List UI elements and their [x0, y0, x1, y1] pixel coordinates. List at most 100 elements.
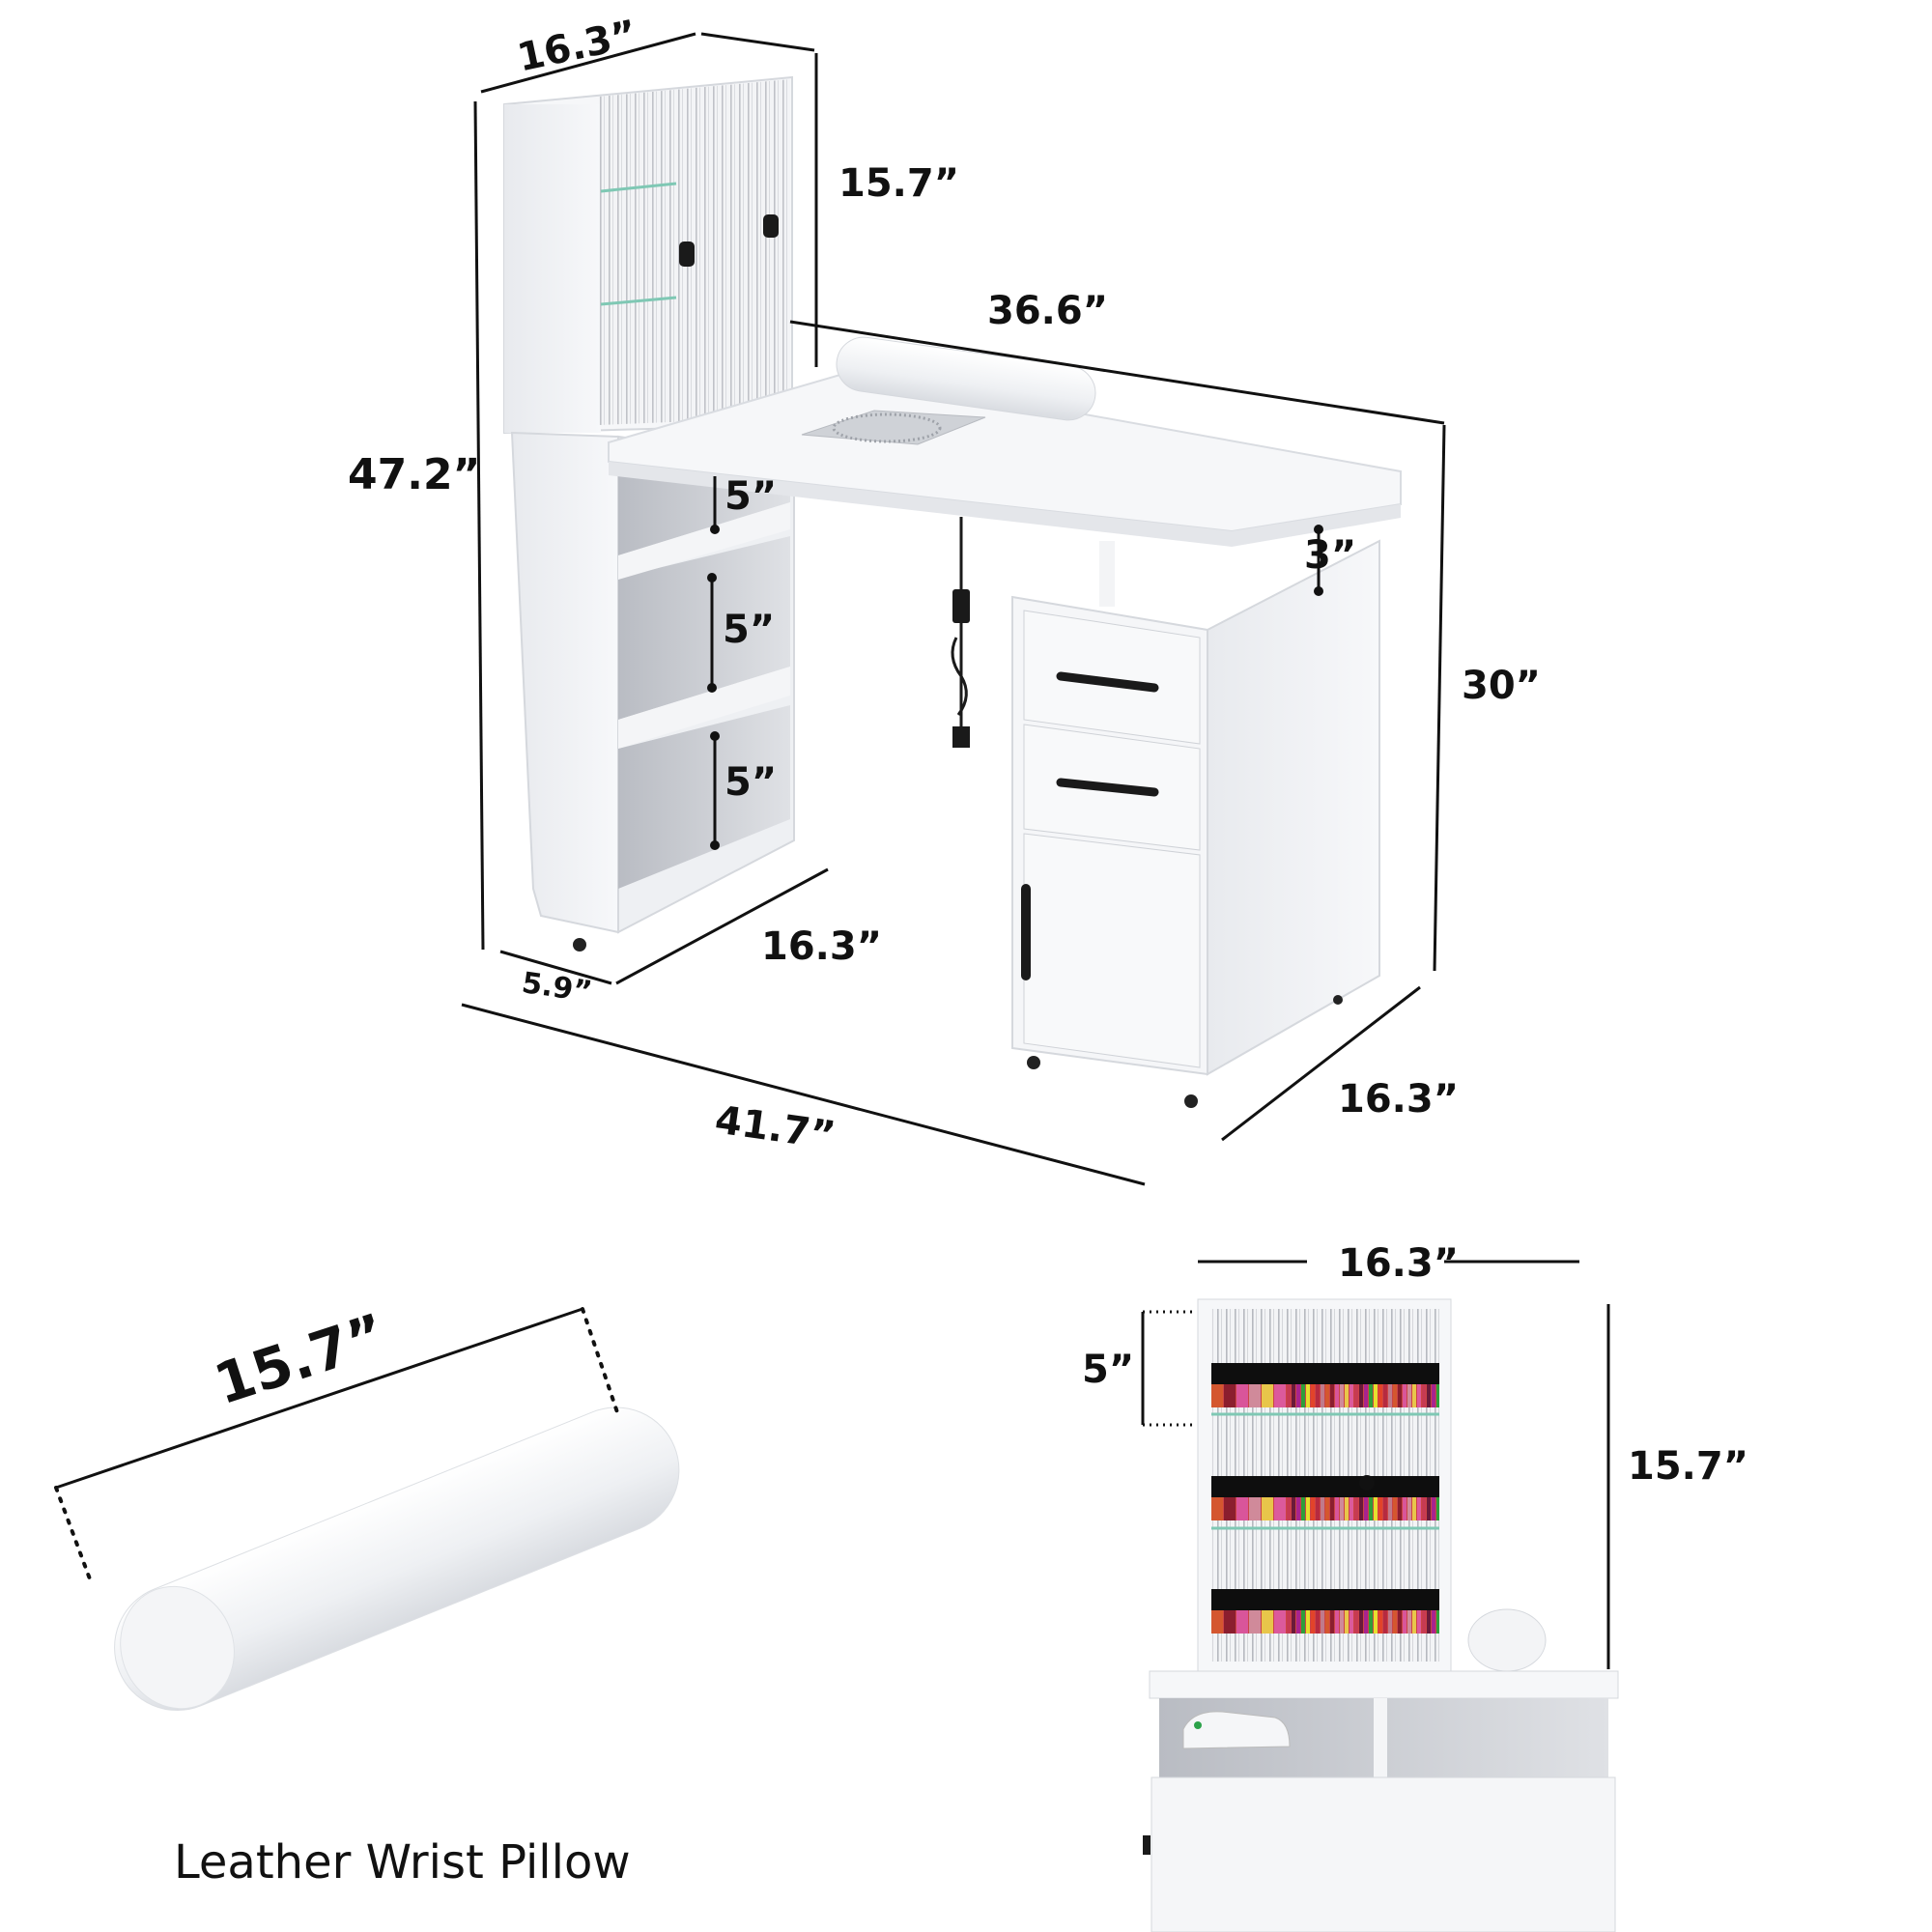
polish-bottle	[1274, 1384, 1286, 1407]
shelf-gap-1-label: 5”	[724, 474, 778, 519]
polish-bottle	[1398, 1497, 1402, 1520]
polish-bottle	[1274, 1610, 1286, 1634]
polish-bottle	[1345, 1497, 1349, 1520]
polish-bottle	[1262, 1610, 1273, 1634]
polish-bottle	[1398, 1610, 1402, 1634]
wrist-pillow-illustration	[114, 1406, 680, 1712]
polish-bottle	[1224, 1497, 1236, 1520]
polish-bottle	[1417, 1497, 1421, 1520]
polish-bottle	[1388, 1497, 1392, 1520]
polish-bottle	[1383, 1610, 1387, 1634]
polish-bottle	[1316, 1610, 1320, 1634]
polish-bottle	[1354, 1497, 1358, 1520]
polish-bottle	[1359, 1610, 1363, 1634]
polish-bottle	[1354, 1610, 1358, 1634]
polish-bottle	[1306, 1610, 1310, 1634]
polish-bottle	[1378, 1497, 1382, 1520]
front-height-label: 15.7”	[1628, 1444, 1748, 1489]
polish-bottle	[1407, 1497, 1411, 1520]
front-width-label: 16.3”	[1338, 1241, 1459, 1286]
polish-bottle	[1236, 1384, 1248, 1407]
polish-bottle	[1330, 1610, 1334, 1634]
polish-bottle	[1301, 1610, 1305, 1634]
total-height-label: 47.2”	[348, 450, 481, 499]
polish-bottle	[1369, 1384, 1373, 1407]
polish-bottle	[1340, 1497, 1344, 1520]
polish-bottle	[1311, 1384, 1315, 1407]
polish-bottle	[1224, 1384, 1236, 1407]
polish-bottle	[1236, 1497, 1248, 1520]
polish-bottle	[1340, 1384, 1344, 1407]
top-cabinet-height-label: 15.7”	[838, 161, 959, 206]
dimension-endpoints	[707, 525, 1323, 850]
polish-bottle	[1249, 1384, 1261, 1407]
polish-bottle	[1407, 1610, 1411, 1634]
polish-bottle	[1432, 1384, 1435, 1407]
polish-bottle	[1378, 1384, 1382, 1407]
front-shelf-spacing-label: 5”	[1082, 1348, 1135, 1392]
polish-bottle	[1393, 1384, 1397, 1407]
polish-bottle	[1359, 1497, 1363, 1520]
polish-bottle	[1350, 1384, 1353, 1407]
polish-bottle	[1301, 1497, 1305, 1520]
polish-bottle	[1412, 1384, 1416, 1407]
polish-bottle	[1383, 1497, 1387, 1520]
polish-bottle	[1287, 1497, 1291, 1520]
drawer-unit-depth-label: 16.3”	[1338, 1077, 1459, 1122]
polish-bottle	[1287, 1610, 1291, 1634]
polish-bottle	[1417, 1384, 1421, 1407]
tabletop-width-label: 36.6”	[987, 289, 1108, 333]
polish-bottle	[1374, 1384, 1378, 1407]
tall-side-cabinet	[503, 75, 795, 952]
polish-bottle	[1301, 1384, 1305, 1407]
polish-bottle	[1335, 1384, 1339, 1407]
polish-bottle	[1422, 1384, 1426, 1407]
polish-bottle	[1403, 1497, 1406, 1520]
polish-bottle	[1330, 1497, 1334, 1520]
front-dimension-lines	[1141, 1260, 1610, 1669]
polish-bottle	[1306, 1384, 1310, 1407]
polish-bottle	[1292, 1497, 1295, 1520]
polish-bottle	[1211, 1610, 1223, 1634]
polish-bottle	[1403, 1610, 1406, 1634]
polish-bottle	[1321, 1610, 1324, 1634]
polish-bottle	[1287, 1384, 1291, 1407]
polish-bottle	[1311, 1497, 1315, 1520]
polish-bottle	[1422, 1497, 1426, 1520]
polish-bottle	[1262, 1497, 1273, 1520]
polish-bottle	[1292, 1610, 1295, 1634]
polish-bottle	[1412, 1497, 1416, 1520]
side-cabinet-depth-label: 16.3”	[761, 924, 882, 969]
polish-bottle	[1211, 1384, 1223, 1407]
polish-bottle	[1292, 1384, 1295, 1407]
tabletop	[608, 336, 1402, 748]
polish-bottle	[1354, 1384, 1358, 1407]
polish-bottle	[1364, 1610, 1368, 1634]
polish-bottle	[1422, 1610, 1426, 1634]
drawer-unit-gap-label: 3”	[1304, 533, 1357, 578]
polish-bottle	[1364, 1497, 1368, 1520]
polish-bottle	[1432, 1610, 1435, 1634]
polish-bottle	[1262, 1384, 1273, 1407]
polish-bottle	[1436, 1610, 1439, 1634]
polish-bottle	[1316, 1497, 1320, 1520]
polish-bottle	[1335, 1497, 1339, 1520]
polish-bottle	[1427, 1610, 1431, 1634]
polish-bottle	[1398, 1384, 1402, 1407]
polish-bottle	[1321, 1384, 1324, 1407]
polish-bottle	[1236, 1610, 1248, 1634]
polish-bottle	[1374, 1497, 1378, 1520]
polish-bottle	[1211, 1497, 1223, 1520]
shelf-gap-2-label: 5”	[723, 608, 776, 652]
polish-bottle	[1345, 1384, 1349, 1407]
polish-bottle	[1383, 1384, 1387, 1407]
polish-bottle	[1296, 1610, 1300, 1634]
polish-bottle	[1345, 1610, 1349, 1634]
polish-bottle	[1306, 1497, 1310, 1520]
polish-bottle	[1427, 1497, 1431, 1520]
polish-bottle	[1311, 1610, 1315, 1634]
polish-bottle	[1325, 1497, 1329, 1520]
polish-bottle	[1393, 1610, 1397, 1634]
polish-bottle	[1296, 1497, 1300, 1520]
polish-bottle	[1364, 1384, 1368, 1407]
